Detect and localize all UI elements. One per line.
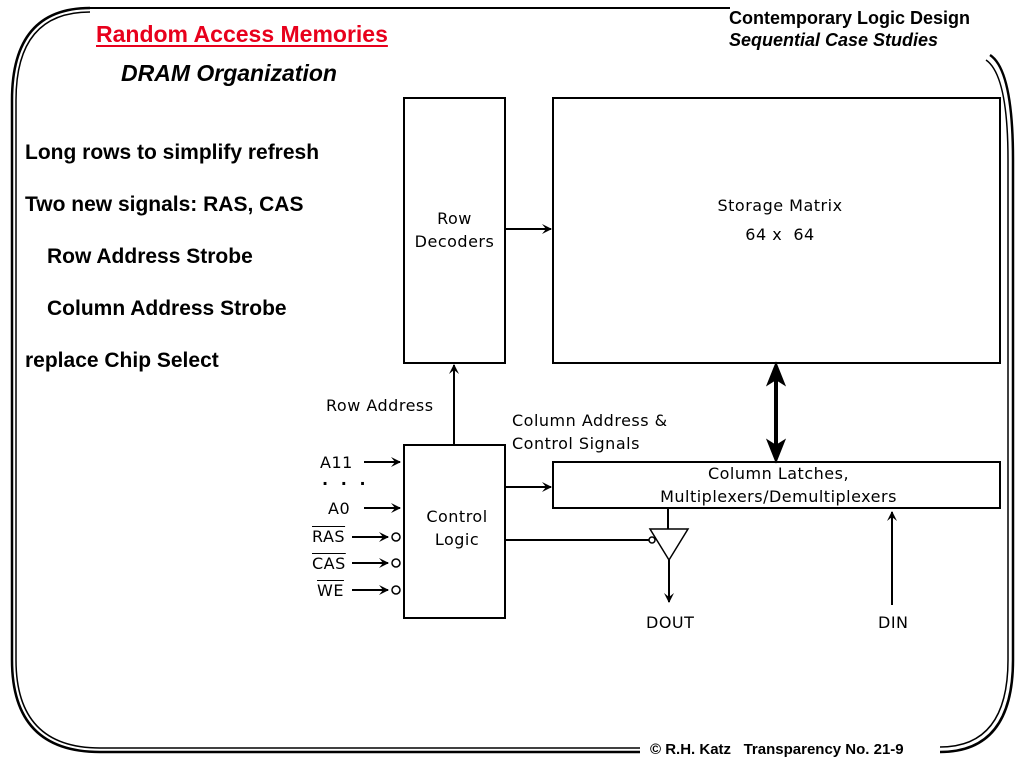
input-cas-label: CAS: [312, 554, 346, 573]
storage-matrix-label: Storage Matrix 64 x 64: [717, 196, 843, 244]
bullet-replace-chip-select: replace Chip Select: [25, 349, 219, 372]
slide-border-right: [939, 53, 1015, 754]
slide-footer: © R.H. Katz Transparency No. 21-9: [650, 741, 904, 758]
din-label: DIN: [878, 613, 909, 632]
course-header: Contemporary Logic Design Sequential Cas…: [729, 7, 970, 51]
transparency-number: Transparency No. 21-9: [743, 741, 904, 758]
column-latches-label: Column Latches, Multiplexers/Demultiplex…: [660, 464, 897, 506]
row-address-label: Row Address: [326, 396, 434, 415]
we-inversion-bubble: [391, 585, 401, 595]
input-ellipsis: · · ·: [322, 474, 367, 493]
dout-label: DOUT: [646, 613, 695, 632]
slide-border-left-inner: [15, 11, 640, 749]
copyright-text: © R.H. Katz: [650, 741, 732, 758]
control-logic-label: Control Logic: [426, 507, 488, 549]
input-ras-label: RAS: [312, 527, 346, 546]
input-a0-label: A0: [328, 499, 351, 518]
bullet-new-signals: Two new signals: RAS, CAS: [25, 193, 304, 216]
tristate-buffer: [648, 528, 690, 562]
bullet-column-address-strobe: Column Address Strobe: [47, 297, 287, 320]
course-title: Contemporary Logic Design: [729, 8, 971, 28]
ras-inversion-bubble: [391, 532, 401, 542]
input-a11-label: A11: [320, 453, 353, 472]
column-address-label: Column Address & Control Signals: [512, 411, 668, 453]
cas-inversion-bubble: [391, 558, 401, 568]
slide-border-right-inner: [939, 59, 1009, 748]
bullet-row-address-strobe: Row Address Strobe: [47, 245, 253, 268]
bullet-long-rows: Long rows to simplify refresh: [25, 141, 320, 164]
row-decoders-label: Row Decoders: [414, 209, 495, 251]
slide-border-left: [10, 6, 640, 754]
course-subtitle: Sequential Case Studies: [729, 30, 939, 50]
slide-subtitle: DRAM Organization: [121, 60, 337, 86]
slide-title: Random Access Memories: [96, 21, 388, 47]
input-we-label: WE: [317, 581, 344, 600]
row-decoders-box: [403, 97, 506, 364]
output-enable-bubble: [648, 536, 656, 544]
